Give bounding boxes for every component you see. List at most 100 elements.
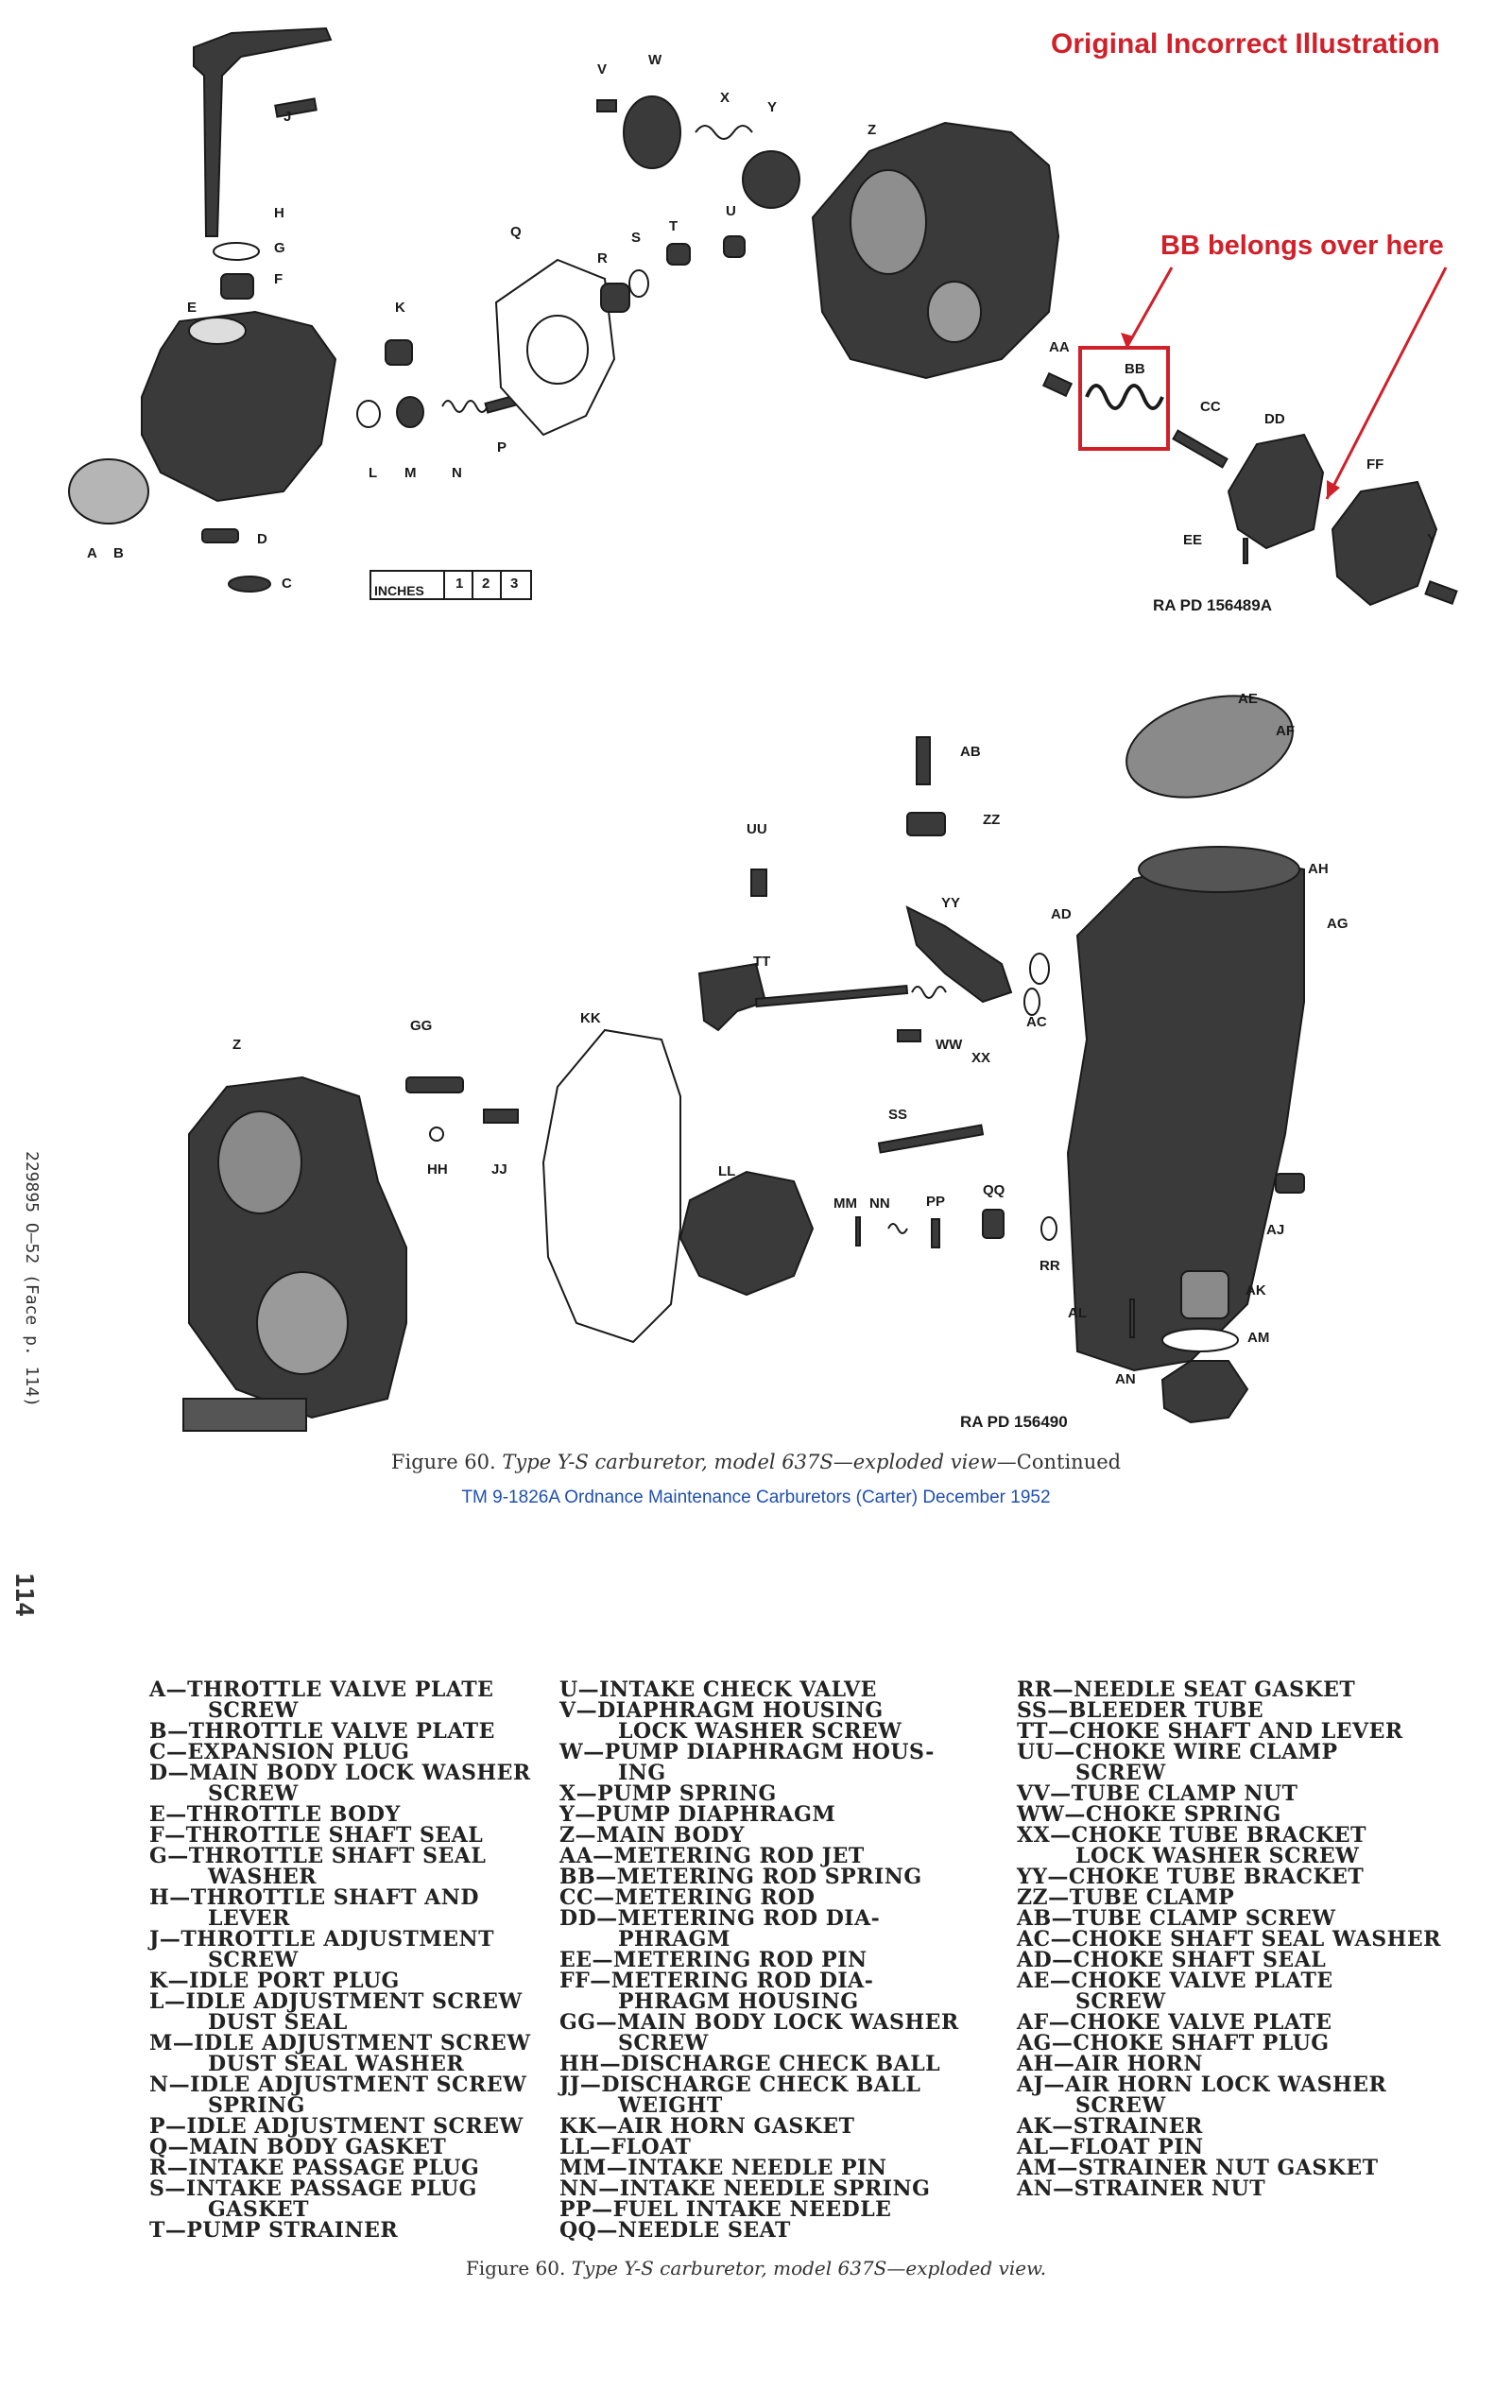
legend-entry: Q—MAIN BODY GASKET (149, 2135, 447, 2159)
part-label-b: B (113, 545, 124, 561)
legend-entry: AJ—AIR HORN LOCK WASHER (1017, 2073, 1387, 2097)
legend-entry: ING (618, 1761, 666, 1785)
part-label-z: Z (868, 122, 876, 138)
legend-entry: Y—PUMP DIAPHRAGM (559, 1802, 836, 1827)
legend-entry: T—PUMP STRAINER (149, 2218, 399, 2243)
legend-entry: SCREW (208, 1781, 299, 1806)
part-label-ak: AK (1246, 1282, 1266, 1299)
legend-entry: K—IDLE PORT PLUG (149, 1969, 400, 1993)
legend-entry: L—IDLE ADJUSTMENT SCREW (149, 1989, 523, 2014)
part-label-y: Y (767, 99, 777, 115)
legend-entry: YY—CHOKE TUBE BRACKET (1017, 1865, 1365, 1889)
part-label-ah: AH (1308, 861, 1329, 877)
part-label-s: S (631, 230, 641, 246)
part-label-ac: AC (1026, 1014, 1047, 1030)
legend-entry: PHRAGM (618, 1927, 730, 1952)
legend-entry: S—INTAKE PASSAGE PLUG (149, 2176, 477, 2201)
legend-entry: X—PUMP SPRING (559, 1781, 777, 1806)
legend-entry: GG—MAIN BODY LOCK WASHER (559, 2010, 959, 2035)
part-label-am: AM (1247, 1330, 1269, 1346)
legend-entry: RR—NEEDLE SEAT GASKET (1017, 1677, 1356, 1702)
legend-entry: AD—CHOKE SHAFT SEAL (1017, 1948, 1327, 1972)
legend-entry: SCREW (208, 1948, 299, 1972)
legend-entry: N—IDLE ADJUSTMENT SCREW (149, 2073, 527, 2097)
caption-final-prefix: Figure 60. (465, 2257, 566, 2279)
inch-scale: INCHES 1 2 3 (369, 570, 532, 600)
part-label-ab: AB (960, 744, 981, 760)
legend-entry: MM—INTAKE NEEDLE PIN (559, 2156, 887, 2180)
part-label-t: T (669, 218, 678, 234)
part-label-u: U (726, 203, 736, 219)
legend-entry: AB—TUBE CLAMP SCREW (1017, 1906, 1336, 1931)
legend-entry: ZZ—TUBE CLAMP (1017, 1885, 1235, 1910)
side-text: 229895 O—52 (Face p. 114) (22, 1151, 42, 1407)
part-label-ae: AE (1238, 691, 1258, 707)
legend-entry: J—THROTTLE ADJUSTMENT (149, 1927, 494, 1952)
legend-entry: TT—CHOKE SHAFT AND LEVER (1017, 1719, 1403, 1744)
part-label-uu: UU (747, 821, 767, 837)
legend-entry: AK—STRAINER (1017, 2114, 1203, 2139)
plate-code-top: RA PD 156489A (1153, 596, 1272, 614)
legend-entry: PHRAGM HOUSING (618, 1989, 859, 2014)
throttle-body-part (141, 310, 337, 503)
part-label-e: E (187, 300, 197, 316)
part-label-nn: NN (869, 1195, 890, 1212)
plate-code-bottom: RA PD 156490 (960, 1413, 1068, 1431)
part-label-y: Y (1427, 531, 1436, 547)
legend-entry: U—INTAKE CHECK VALVE (559, 1677, 877, 1702)
legend-entry: B—THROTTLE VALVE PLATE (149, 1719, 495, 1744)
figure-caption-final: Figure 60. Type Y-S carburetor, model 63… (0, 2257, 1512, 2279)
source-line: TM 9-1826A Ordnance Maintenance Carburet… (461, 1488, 1051, 1507)
legend-entry: QQ—NEEDLE SEAT (559, 2218, 791, 2243)
legend-entry: R—INTAKE PASSAGE PLUG (149, 2156, 480, 2180)
legend-entry: JJ—DISCHARGE CHECK BALL (559, 2073, 921, 2097)
legend-entry: HH—DISCHARGE CHECK BALL (559, 2052, 941, 2076)
part-label-z: Z (232, 1037, 241, 1053)
part-label-q: Q (510, 224, 522, 240)
legend-entry: H—THROTTLE SHAFT AND (149, 1885, 479, 1910)
part-label-j: J (284, 109, 291, 125)
legend-entry: AM—STRAINER NUT GASKET (1017, 2156, 1379, 2180)
legend-entry: AF—CHOKE VALVE PLATE (1017, 2010, 1332, 2035)
legend-entry: W—PUMP DIAPHRAGM HOUS- (559, 1740, 935, 1764)
part-label-h: H (274, 205, 284, 221)
part-label-w: W (648, 52, 662, 68)
part-label-ad: AD (1051, 906, 1072, 922)
part-label-qq: QQ (983, 1182, 1005, 1198)
legend-entry: A—THROTTLE VALVE PLATE (149, 1677, 494, 1702)
title-note: Original Incorrect Illustration (1051, 28, 1440, 60)
part-label-al: AL (1068, 1305, 1087, 1321)
bb-note: BB belongs over here (1160, 231, 1444, 261)
legend-entry: G—THROTTLE SHAFT SEAL (149, 1844, 487, 1868)
part-label-yy: YY (941, 895, 960, 911)
part-label-n: N (452, 465, 462, 481)
part-label-af: AF (1276, 723, 1295, 739)
part-label-mm: MM (833, 1195, 857, 1212)
legend-entry: Z—MAIN BODY (559, 1823, 745, 1848)
legend-entry: FF—METERING ROD DIA- (559, 1969, 874, 1993)
legend-entry: LOCK WASHER SCREW (618, 1719, 902, 1744)
part-label-ww: WW (936, 1037, 963, 1053)
legend-entry: KK—AIR HORN GASKET (559, 2114, 855, 2139)
legend-entry: V—DIAPHRAGM HOUSING (559, 1698, 884, 1723)
caption-suffix: —Continued (996, 1451, 1122, 1473)
legend-entry: SCREW (208, 1698, 299, 1723)
legend-entry: SS—BLEEDER TUBE (1017, 1698, 1264, 1723)
part-label-aj: AJ (1266, 1222, 1284, 1238)
legend-entry: GASKET (208, 2197, 310, 2222)
caption-final-italic: Type Y-S carburetor, model 637S—exploded… (571, 2257, 1047, 2279)
legend-entry: SPRING (208, 2093, 305, 2118)
part-label-d: D (257, 531, 267, 547)
part-label-dd: DD (1264, 411, 1285, 427)
part-label-hh: HH (427, 1161, 448, 1178)
legend-entry: LEVER (208, 1906, 290, 1931)
legend-entry: LL—FLOAT (559, 2135, 692, 2159)
part-label-ff: FF (1366, 456, 1383, 473)
part-label-l: L (369, 465, 377, 481)
legend-entry: AH—AIR HORN (1017, 2052, 1204, 2076)
legend-entry: BB—METERING ROD SPRING (559, 1865, 922, 1889)
